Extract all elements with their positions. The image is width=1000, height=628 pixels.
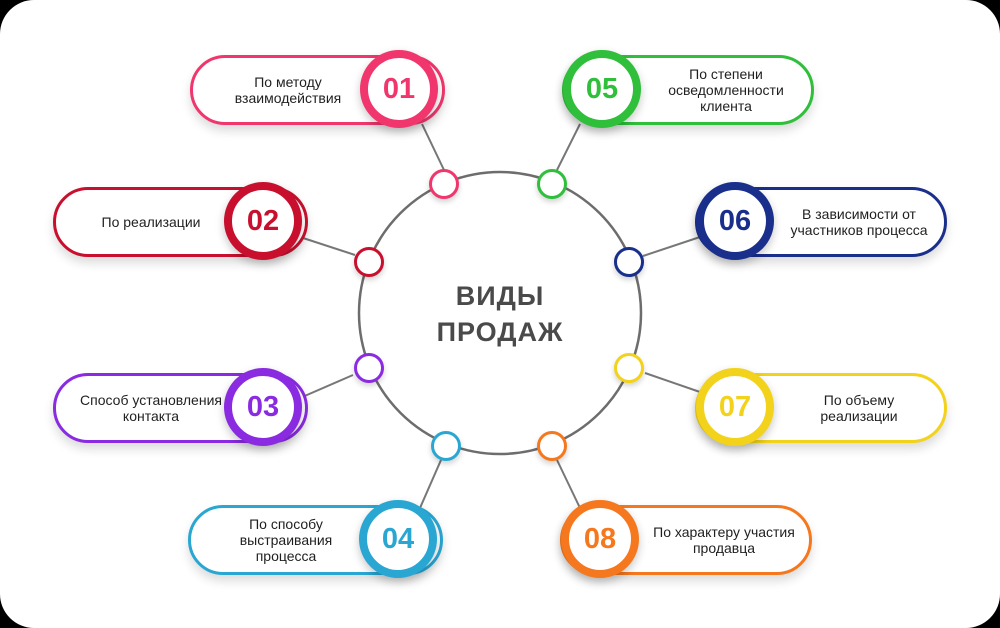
item-01-number: 01: [382, 72, 416, 105]
connector-03: [299, 374, 354, 399]
item-03-badge: 03: [224, 368, 302, 446]
item-07-number: 07: [718, 390, 752, 423]
connector-06: [642, 236, 701, 257]
connector-01: [421, 123, 445, 171]
item-02-badge: 02: [224, 182, 302, 260]
item-01-label: По методу взаимодействия: [234, 74, 342, 106]
ring-node-06: [614, 247, 644, 277]
item-04-badge: 04: [359, 500, 437, 578]
item-01-badge: 01: [360, 50, 438, 128]
connector-08: [556, 459, 581, 509]
item-02-label: По реализации: [101, 214, 201, 230]
item-05-number: 05: [585, 72, 619, 105]
item-05-label: По степени осведомленности клиента: [668, 66, 784, 114]
ring-node-07: [614, 353, 644, 383]
item-07-badge: 07: [696, 368, 774, 446]
item-06-badge: 06: [696, 182, 774, 260]
connector-02: [299, 236, 356, 256]
center-title: ВИДЫ ПРОДАЖ: [400, 278, 600, 350]
item-03-number: 03: [246, 390, 280, 423]
ring-node-01: [429, 169, 459, 199]
item-08-label: По характеру участия продавца: [653, 524, 795, 556]
ring-node-02: [354, 247, 384, 277]
central-ring: [357, 170, 643, 456]
item-03-label: Способ установления контакта: [80, 392, 222, 424]
item-08-badge: 08: [561, 500, 639, 578]
center-title-line2: ПРОДАЖ: [436, 317, 564, 347]
ring-node-05: [537, 169, 567, 199]
ring-node-03: [354, 353, 384, 383]
item-04-number: 04: [381, 522, 415, 555]
connector-05: [556, 123, 581, 171]
item-07-label: По объему реализации: [820, 392, 898, 424]
item-08-number: 08: [583, 522, 617, 555]
item-06-label: В зависимости от участников процесса: [790, 206, 928, 238]
ring-node-08: [537, 431, 567, 461]
connector-07: [644, 372, 701, 393]
item-02-number: 02: [246, 204, 280, 237]
ring-node-04: [431, 431, 461, 461]
item-05-badge: 05: [563, 50, 641, 128]
center-title-line1: ВИДЫ: [455, 281, 545, 311]
item-04-label: По способу выстраивания процесса: [239, 516, 333, 564]
connector-04: [419, 459, 442, 509]
item-06-number: 06: [718, 204, 752, 237]
